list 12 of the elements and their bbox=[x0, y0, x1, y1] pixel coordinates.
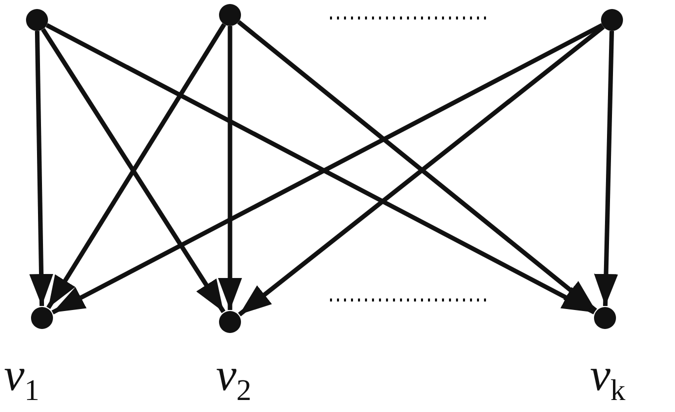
arrow bbox=[29, 30, 54, 306]
vertex-dot bbox=[219, 311, 241, 333]
vertex-dot bbox=[31, 307, 53, 329]
vertex-label: v$_{k}$ bbox=[590, 352, 626, 406]
arrow bbox=[594, 30, 618, 306]
vertex-label: v$_{1}$ bbox=[4, 352, 40, 406]
arrow bbox=[218, 26, 242, 310]
vertex-dot bbox=[219, 4, 241, 26]
vertex-dot bbox=[601, 9, 623, 31]
vertex-label: v$_{2}$ bbox=[216, 352, 252, 406]
vertex-dot bbox=[26, 9, 48, 31]
vertex-dot bbox=[594, 307, 616, 329]
